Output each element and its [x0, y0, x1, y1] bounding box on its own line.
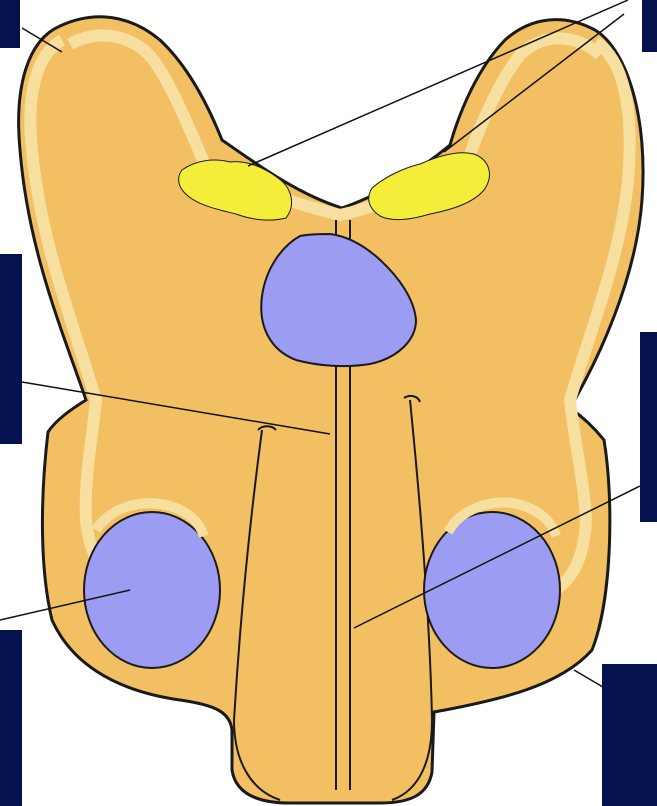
label-box-mid-left — [0, 254, 22, 444]
label-box-top-right — [642, 0, 657, 52]
outer-tissue — [19, 17, 643, 803]
label-box-bottom-left — [0, 630, 22, 806]
label-box-bottom-right — [602, 664, 657, 806]
label-box-top-left — [0, 0, 20, 48]
label-box-mid-right — [640, 332, 657, 522]
